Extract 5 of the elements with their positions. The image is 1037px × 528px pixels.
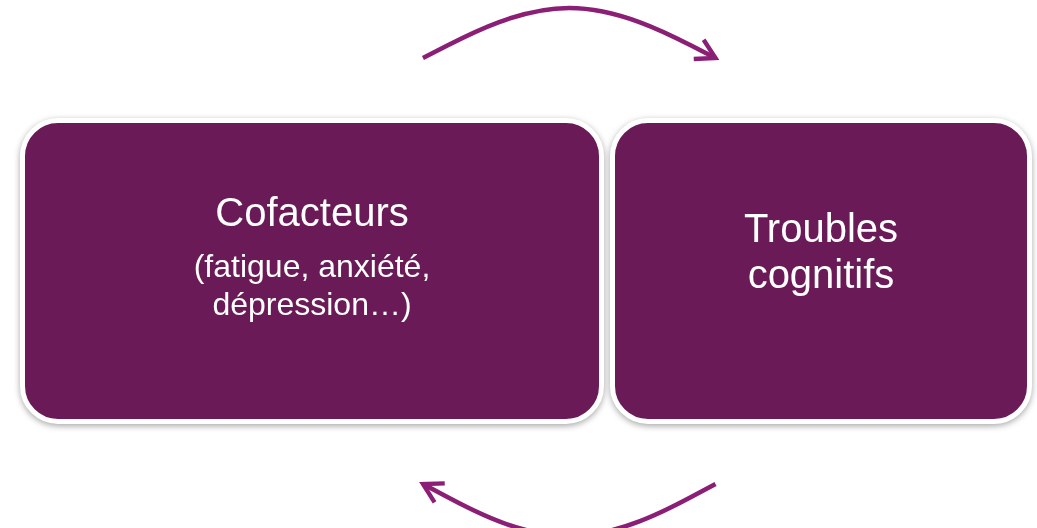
curved-arrow <box>421 5 718 62</box>
box-subtitle: (fatigue, anxiété, dépression…) <box>192 246 432 324</box>
box-title: Cofacteurs <box>215 188 409 235</box>
box-title: Troubles cognitifs <box>742 205 900 297</box>
curved-arrow <box>420 481 717 528</box>
